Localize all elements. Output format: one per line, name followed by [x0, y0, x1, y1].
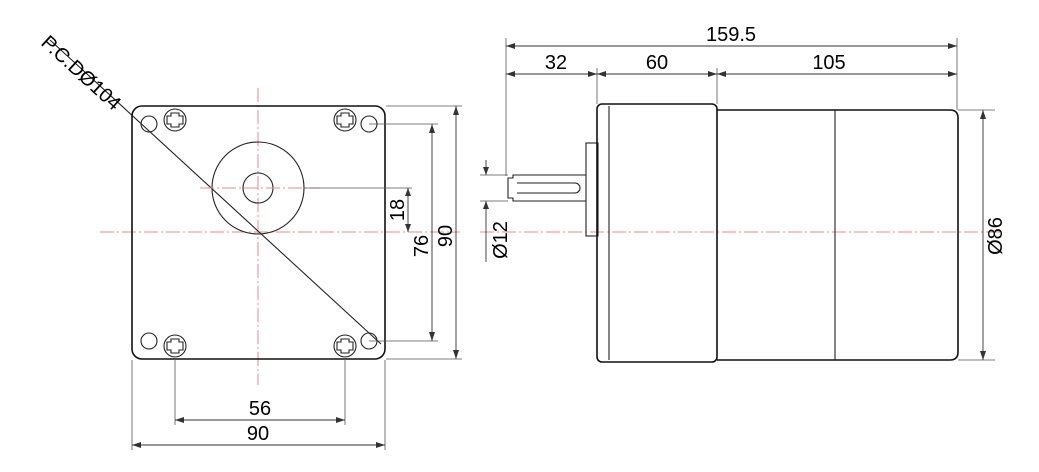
gear-boss-outline — [585, 142, 599, 237]
dim-shaft-length-label: 32 — [545, 52, 567, 74]
screw-top-left-icon — [163, 108, 187, 132]
dim-gearbox-length-label: 60 — [646, 52, 668, 74]
pcd-leader-line — [49, 39, 382, 345]
pcd-label: P.C.DØ104 — [37, 31, 125, 115]
screw-bottom-right-icon — [333, 334, 357, 358]
mounting-hole-bottom-left — [140, 332, 158, 350]
dim-total-length-label: 159.5 — [706, 24, 756, 46]
shaft-key-slot — [517, 182, 581, 194]
dim-body-diameter-label: Ø86 — [985, 217, 1007, 255]
dim-hole-vertical-label: 76 — [411, 235, 433, 257]
gearbox-outline — [596, 103, 718, 363]
side-view: 159.5 32 60 105 Ø12 Ø86 — [480, 24, 1007, 363]
dim-height-label: 90 — [435, 225, 457, 247]
front-view: 56 90 18 76 90 P.C.DØ104 — [37, 31, 462, 450]
motor-body-outline — [717, 109, 959, 361]
output-shaft-outline — [507, 174, 586, 202]
screw-bottom-left-icon — [163, 334, 187, 358]
screw-top-right-icon — [333, 108, 357, 132]
dim-shaft-diameter-label: Ø12 — [490, 221, 512, 259]
dim-width-label: 90 — [247, 423, 269, 445]
dim-shaft-offset-label: 18 — [387, 199, 409, 221]
dim-hole-spacing-label: 56 — [249, 398, 271, 420]
mounting-hole-top-left — [140, 115, 158, 133]
dim-motor-length-label: 105 — [812, 52, 845, 74]
front-flange-outline — [131, 105, 386, 360]
